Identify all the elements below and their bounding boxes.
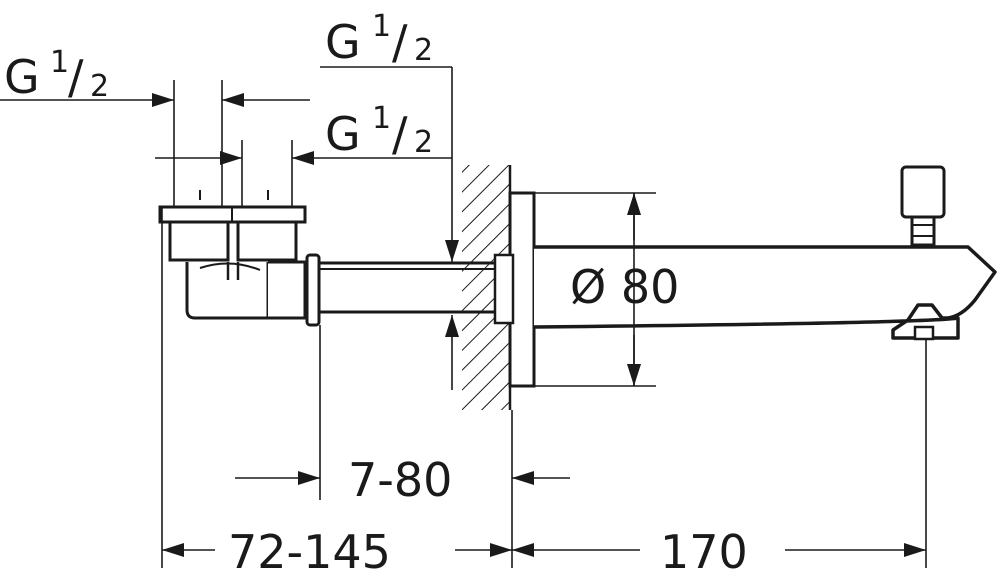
thread-slash: / — [68, 50, 84, 104]
thread-label-top: G 1 / 2 — [325, 9, 433, 69]
length-range-label: 72-145 — [228, 525, 391, 575]
thread-denominator: 2 — [414, 33, 433, 68]
thread-letter: G — [4, 50, 40, 104]
thread-denominator: 2 — [414, 125, 433, 160]
bath-spout — [533, 165, 997, 341]
thread-letter: G — [325, 107, 361, 161]
thread-label-mid: G 1 / 2 — [325, 101, 433, 161]
thread-slash: / — [392, 107, 408, 161]
thread-label-left: G 1 / 2 — [4, 45, 109, 104]
depth-range-label: 7-80 — [348, 453, 452, 507]
concealed-body — [158, 190, 495, 327]
wall-rosette — [493, 191, 536, 388]
thread-denominator: 2 — [90, 69, 109, 104]
thread-numerator: 1 — [372, 101, 391, 136]
dimension-arrows — [152, 93, 926, 557]
thread-letter: G — [325, 15, 361, 69]
diameter-label: Ø 80 — [570, 260, 679, 314]
spout-length-label: 170 — [660, 525, 748, 575]
thread-numerator: 1 — [372, 9, 391, 44]
thread-numerator: 1 — [50, 45, 69, 80]
thread-slash: / — [392, 15, 408, 69]
